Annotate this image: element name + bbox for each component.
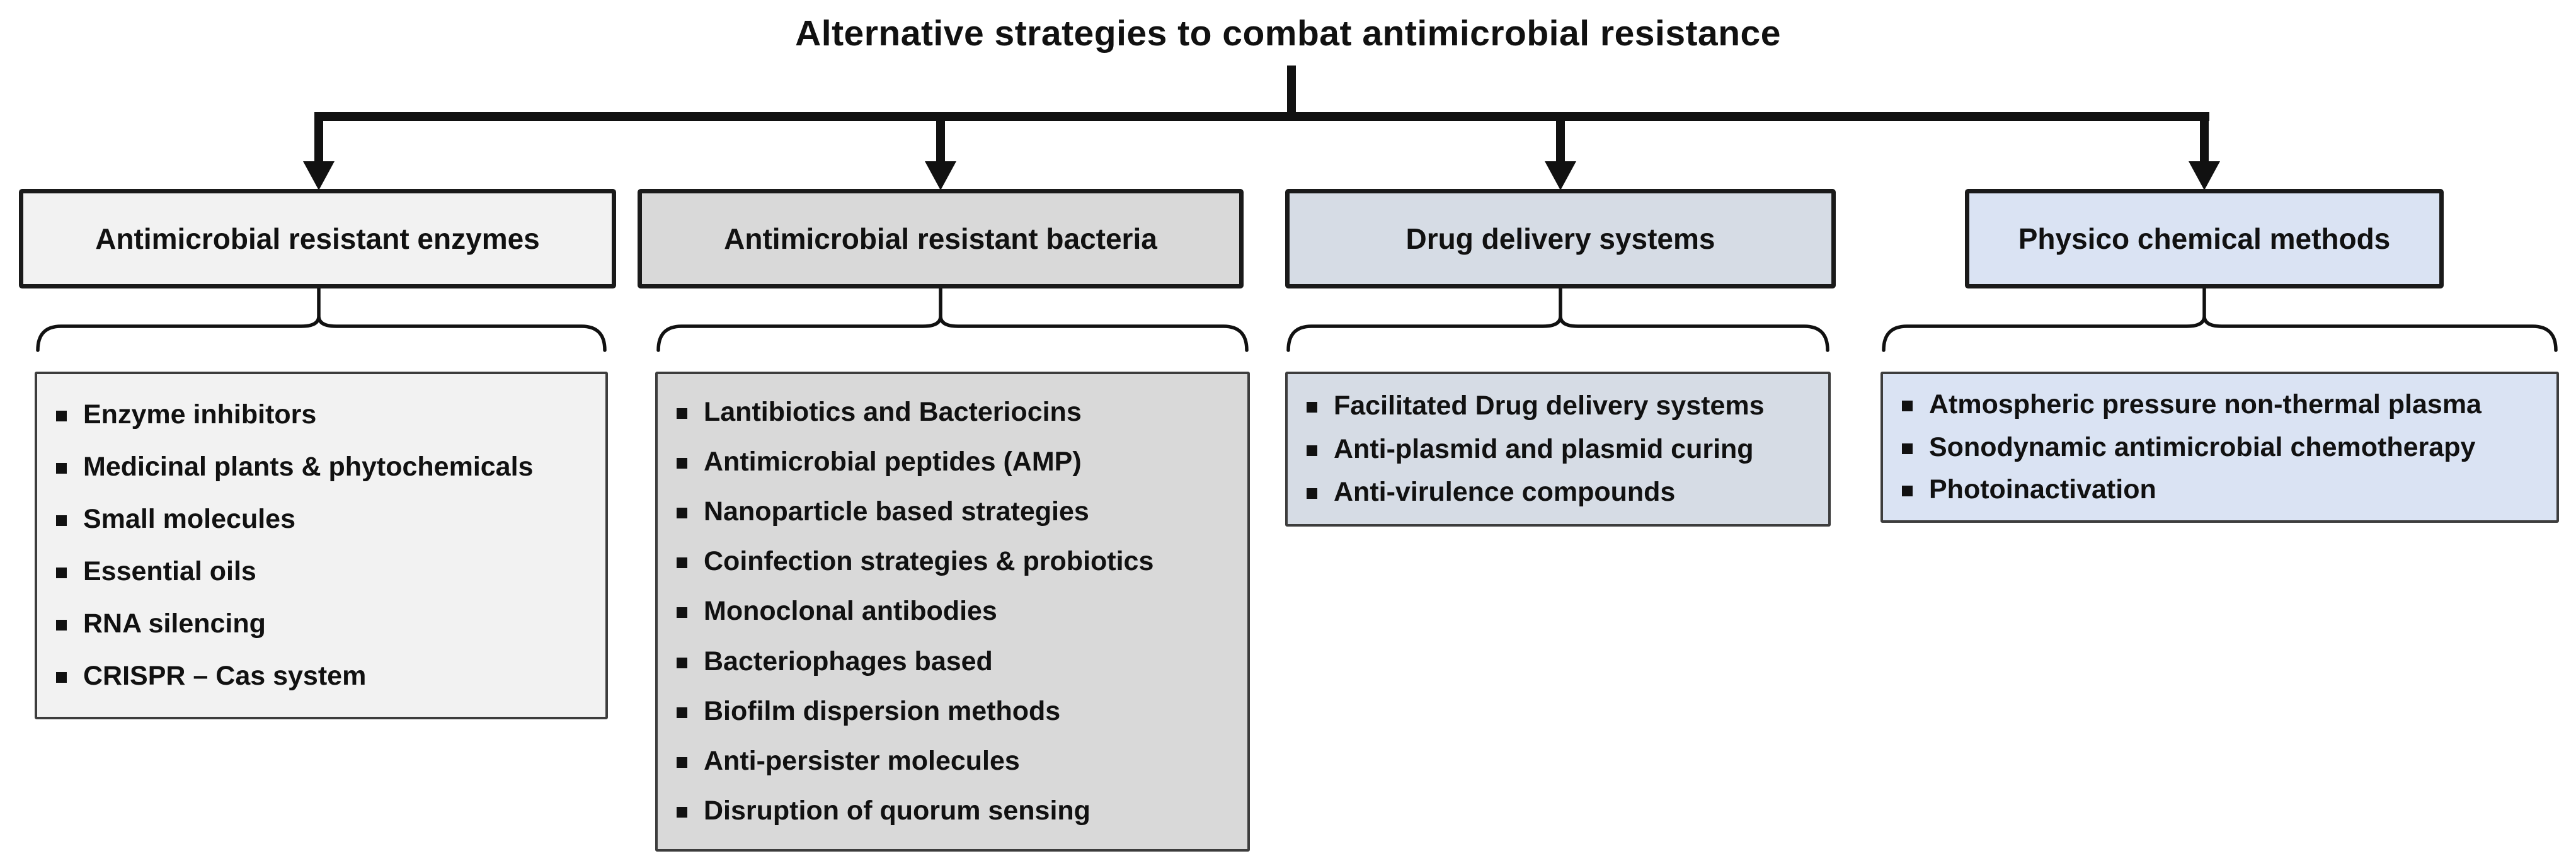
bullet-icon bbox=[677, 707, 687, 718]
list-item: Facilitated Drug delivery systems bbox=[1307, 391, 1823, 421]
bullet-icon bbox=[677, 806, 687, 818]
strategy-list-box: Atmospheric pressure non-thermal plasma … bbox=[1880, 372, 2559, 523]
list-item-label: Sonodynamic antimicrobial chemotherapy bbox=[1929, 431, 2476, 462]
list-item-label: Small molecules bbox=[83, 504, 295, 534]
bullet-icon bbox=[677, 508, 687, 519]
arrow-stem bbox=[2200, 120, 2209, 165]
list-item-label: Coinfection strategies & probiotics bbox=[704, 546, 1154, 577]
arrow-stem bbox=[1556, 120, 1565, 165]
bullet-icon bbox=[56, 620, 67, 631]
list-item-label: CRISPR – Cas system bbox=[83, 661, 367, 691]
arrowhead-icon bbox=[303, 161, 335, 190]
list-item: Essential oils bbox=[56, 556, 600, 587]
list-item: Anti-plasmid and plasmid curing bbox=[1307, 434, 1823, 465]
category-header-box: Antimicrobial resistant bacteria bbox=[638, 189, 1244, 288]
list-item-label: Anti-virulence compounds bbox=[1334, 477, 1676, 508]
list-item-label: Monoclonal antibodies bbox=[704, 596, 997, 627]
list-item-label: Disruption of quorum sensing bbox=[704, 795, 1091, 826]
list-item-label: Biofilm dispersion methods bbox=[704, 695, 1061, 726]
list-item-label: Enzyme inhibitors bbox=[83, 399, 317, 430]
list-item: Sonodynamic antimicrobial chemotherapy bbox=[1902, 432, 2551, 463]
bullet-icon bbox=[56, 672, 67, 683]
tree-horizontal-line bbox=[314, 112, 2209, 121]
category-header-label: Antimicrobial resistant enzymes bbox=[95, 222, 540, 255]
list-item-label: RNA silencing bbox=[83, 608, 266, 639]
list-item: Coinfection strategies & probiotics bbox=[677, 546, 1242, 577]
list-item-label: Anti-persister molecules bbox=[704, 745, 1020, 776]
bullet-icon bbox=[677, 607, 687, 619]
list-item-label: Essential oils bbox=[83, 556, 256, 586]
bullet-icon bbox=[1902, 443, 1913, 454]
list-item-label: Lantibiotics and Bacteriocins bbox=[704, 397, 1082, 428]
bullet-icon bbox=[1307, 401, 1317, 413]
bullet-icon bbox=[677, 657, 687, 668]
category-header-box: Drug delivery systems bbox=[1285, 189, 1836, 288]
arrow-stem bbox=[936, 120, 945, 165]
list-item: Biofilm dispersion methods bbox=[677, 696, 1242, 727]
figure-title: Alternative strategies to combat antimic… bbox=[795, 13, 1781, 54]
bullet-icon bbox=[56, 568, 67, 578]
list-item-label: Atmospheric pressure non-thermal plasma bbox=[1929, 389, 2482, 420]
arrowhead-icon bbox=[1545, 161, 1576, 190]
list-item: Anti-persister molecules bbox=[677, 746, 1242, 777]
arrowhead-icon bbox=[925, 161, 956, 190]
category-header-label: Antimicrobial resistant bacteria bbox=[724, 222, 1157, 255]
list-item: Enzyme inhibitors bbox=[56, 399, 600, 430]
bullet-icon bbox=[56, 515, 67, 526]
category-header-label: Physico chemical methods bbox=[2018, 222, 2391, 255]
list-item: Disruption of quorum sensing bbox=[677, 796, 1242, 826]
list-item-label: Anti-plasmid and plasmid curing bbox=[1334, 433, 1754, 464]
list-item-label: Medicinal plants & phytochemicals bbox=[83, 452, 534, 482]
bullet-icon bbox=[677, 756, 687, 768]
list-item: CRISPR – Cas system bbox=[56, 661, 600, 692]
bullet-icon bbox=[677, 408, 687, 419]
strategy-list-box: Enzyme inhibitors Medicinal plants & phy… bbox=[35, 372, 608, 719]
bullet-icon bbox=[56, 463, 67, 474]
list-item: Lantibiotics and Bacteriocins bbox=[677, 397, 1242, 428]
category-header-label: Drug delivery systems bbox=[1405, 222, 1715, 255]
category-header-box: Antimicrobial resistant enzymes bbox=[19, 189, 616, 288]
bullet-icon bbox=[677, 557, 687, 569]
bullet-icon bbox=[677, 458, 687, 469]
list-item: Small molecules bbox=[56, 504, 600, 535]
list-item: Antimicrobial peptides (AMP) bbox=[677, 447, 1242, 477]
list-item: Nanoparticle based strategies bbox=[677, 496, 1242, 527]
arrowhead-icon bbox=[2189, 161, 2220, 190]
strategy-list-box: Facilitated Drug delivery systems Anti-p… bbox=[1285, 372, 1831, 527]
strategy-list-box: Lantibiotics and Bacteriocins Antimicrob… bbox=[655, 372, 1250, 852]
list-item-label: Photoinactivation bbox=[1929, 474, 2156, 505]
list-item-label: Nanoparticle based strategies bbox=[704, 496, 1089, 527]
list-item: RNA silencing bbox=[56, 608, 600, 639]
list-item: Medicinal plants & phytochemicals bbox=[56, 452, 600, 482]
arrow-stem bbox=[314, 120, 323, 165]
bullet-icon bbox=[1902, 401, 1913, 412]
category-header-box: Physico chemical methods bbox=[1965, 189, 2444, 288]
list-item: Bacteriophages based bbox=[677, 646, 1242, 677]
brace-icon bbox=[1286, 288, 1829, 352]
list-item: Anti-virulence compounds bbox=[1307, 477, 1823, 508]
bullet-icon bbox=[1307, 445, 1317, 456]
brace-icon bbox=[1882, 288, 2558, 352]
list-item: Photoinactivation bbox=[1902, 474, 2551, 505]
list-item-label: Bacteriophages based bbox=[704, 646, 993, 676]
list-item-label: Antimicrobial peptides (AMP) bbox=[704, 447, 1082, 477]
brace-icon bbox=[36, 288, 607, 352]
bullet-icon bbox=[1307, 488, 1317, 499]
list-item-label: Facilitated Drug delivery systems bbox=[1334, 390, 1765, 421]
list-item: Monoclonal antibodies bbox=[677, 596, 1242, 627]
bullet-icon bbox=[56, 411, 67, 421]
title-connector-line bbox=[1287, 66, 1296, 113]
brace-icon bbox=[656, 288, 1249, 352]
bullet-icon bbox=[1902, 485, 1913, 496]
list-item: Atmospheric pressure non-thermal plasma bbox=[1902, 389, 2551, 420]
